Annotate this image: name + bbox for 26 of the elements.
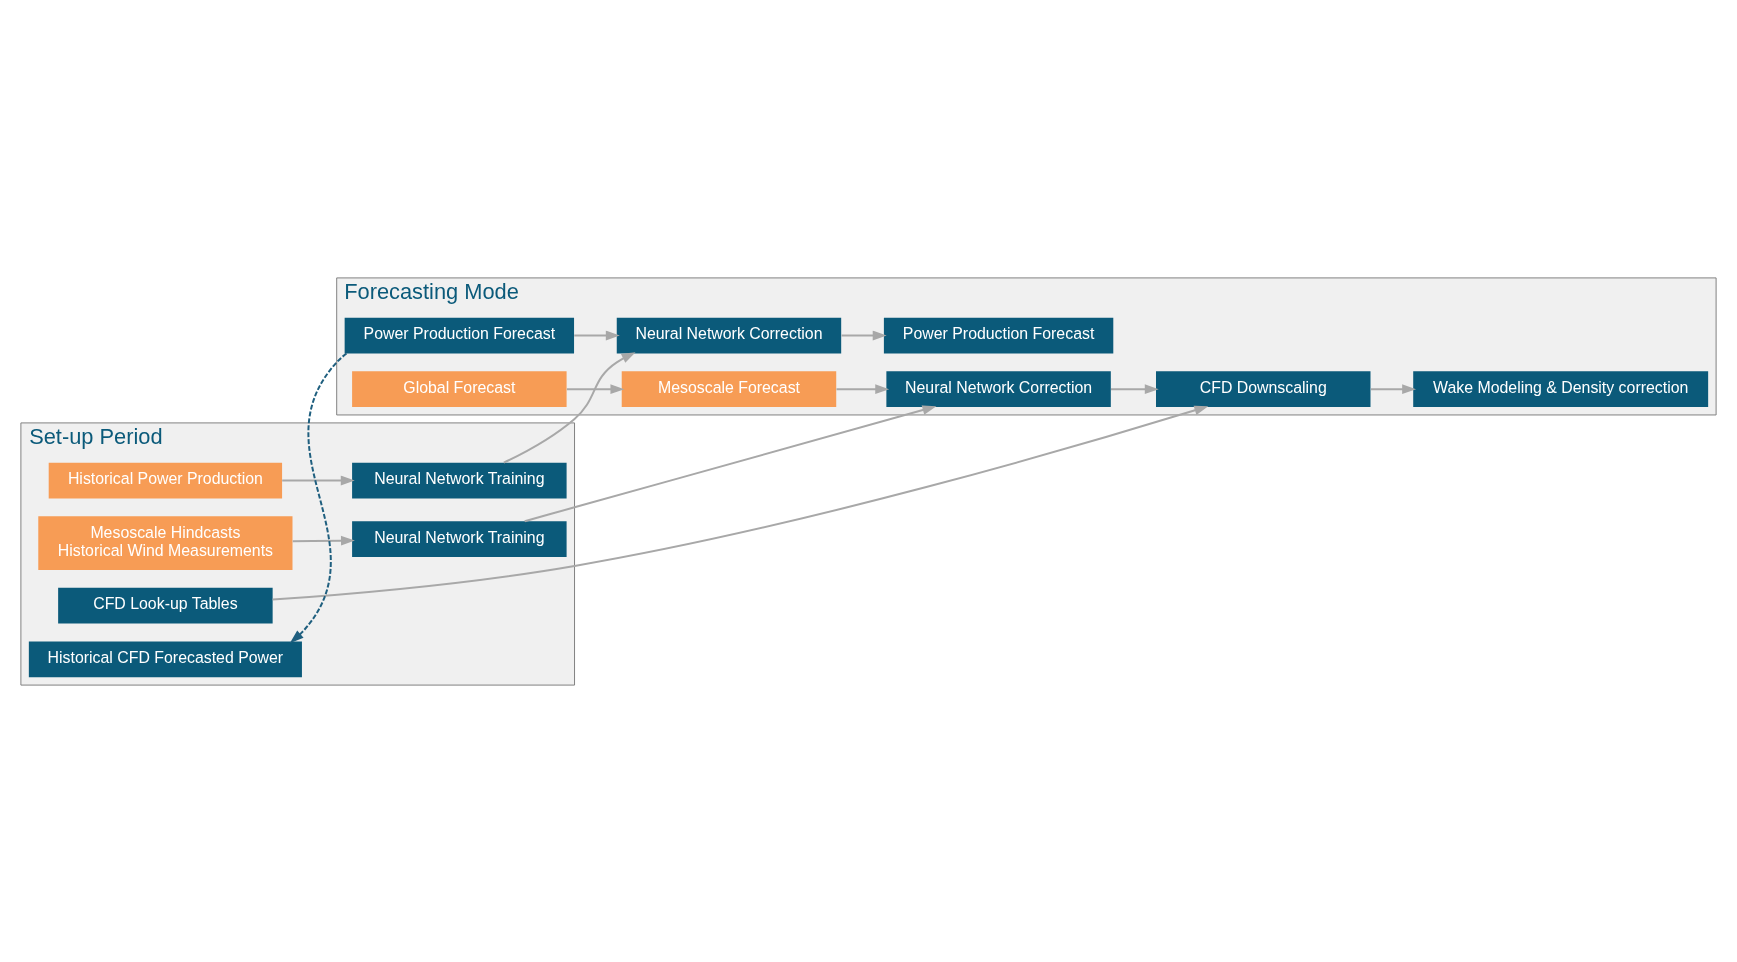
node-box: Historical Power Production: [48, 462, 283, 498]
node-box: Wake Modeling & Density correction: [1413, 370, 1709, 407]
node-box: Global Forecast: [352, 370, 567, 407]
arrow: [281, 475, 355, 485]
node-box: Historical CFD Forecasted Power: [28, 640, 302, 677]
node-box: Neural Network Training: [352, 520, 567, 557]
arrow: [565, 383, 625, 394]
node-box: CFD Look-up Tables: [58, 587, 273, 623]
arrow: [840, 330, 887, 340]
node-box: Power Production Forecast: [883, 317, 1114, 353]
arrow: [835, 383, 890, 394]
node-box: Mesoscale Forecast: [621, 370, 837, 407]
node-box: Neural Network Correction: [886, 370, 1111, 407]
arrow: [291, 535, 355, 546]
node-box: Neural Network Correction: [616, 317, 842, 353]
node-box: CFD Downscaling: [1156, 370, 1371, 407]
arrow: [502, 351, 636, 464]
node-box: Neural Network Training: [352, 462, 567, 498]
node-box: Power Production Forecast: [344, 317, 575, 353]
arrow: [1369, 383, 1417, 394]
arrow: [523, 404, 937, 522]
arrow: [573, 330, 620, 340]
arrow: [289, 352, 348, 643]
node-box: Mesoscale Hindcasts Historical Wind Measurements: [38, 515, 293, 570]
arrow: [1110, 383, 1159, 394]
arrow: [271, 405, 1209, 601]
